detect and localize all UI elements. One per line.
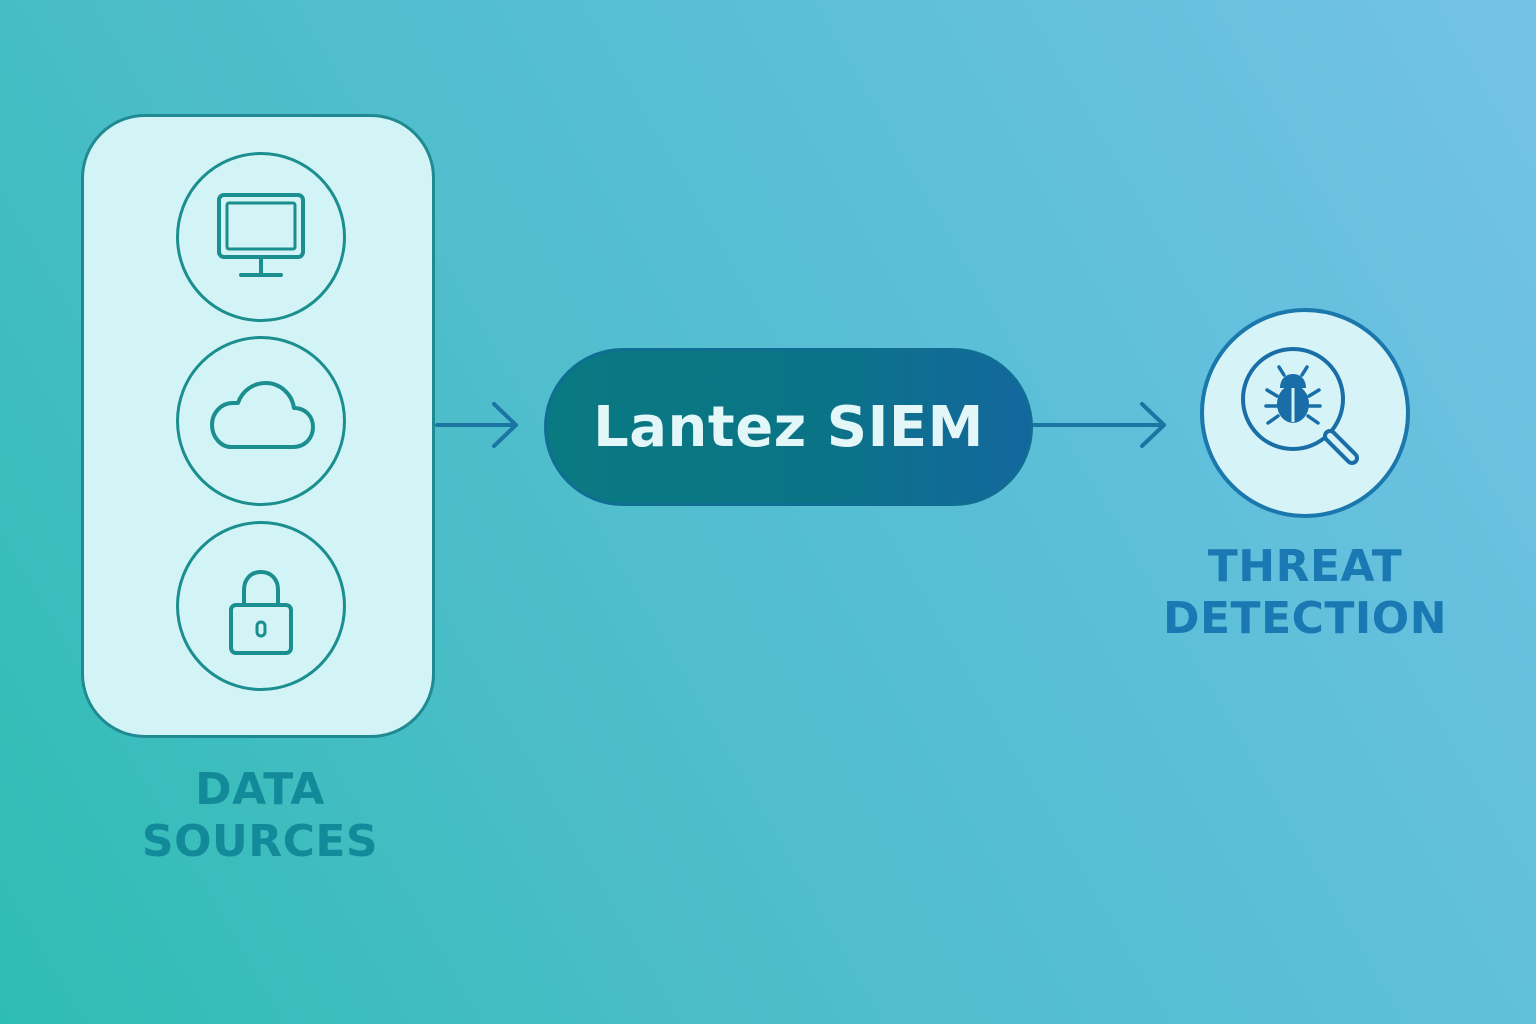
siem-node: Lantez SIEM bbox=[544, 348, 1033, 506]
lock-icon bbox=[176, 521, 346, 691]
data-sources-label-line1: DATA bbox=[195, 764, 325, 815]
arrow-sources-to-siem bbox=[435, 402, 518, 448]
data-sources-label: DATA SOURCES bbox=[110, 768, 410, 872]
threat-detection-node bbox=[1200, 308, 1410, 518]
monitor-icon bbox=[176, 152, 346, 322]
data-sources-panel bbox=[81, 114, 435, 738]
threat-detection-label-line1: THREAT bbox=[1207, 541, 1403, 592]
data-sources-label-line2: SOURCES bbox=[141, 816, 379, 867]
threat-detection-label: THREAT DETECTION bbox=[1135, 545, 1475, 649]
cloud-icon bbox=[176, 336, 346, 506]
bug-magnifier-icon bbox=[1241, 347, 1359, 465]
threat-detection-label-line2: DETECTION bbox=[1162, 593, 1448, 644]
siem-label: Lantez SIEM bbox=[593, 394, 984, 460]
arrow-siem-to-detection bbox=[1032, 402, 1166, 448]
